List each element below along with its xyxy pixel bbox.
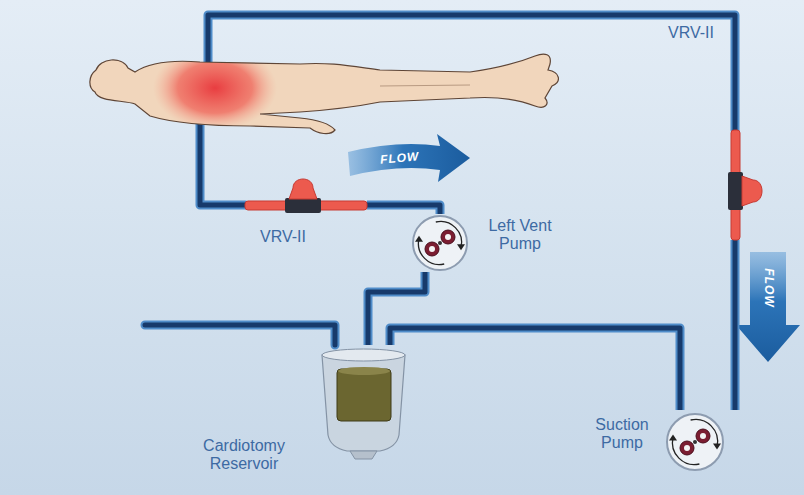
rotation-arrowhead [415, 236, 423, 242]
roller-pump: Suction Pump [585, 410, 737, 476]
filter-top [338, 367, 390, 375]
tube-core [368, 272, 425, 345]
reservoir: Cardiotomy Reservoir [185, 345, 410, 485]
pump-housing [413, 216, 467, 270]
pump-roller [441, 230, 455, 244]
rotation-arrow [418, 239, 444, 265]
tube-outline [731, 240, 740, 410]
node-label: VRV-II [659, 24, 723, 42]
pump-roller [680, 441, 694, 455]
rotation-arrow [436, 221, 462, 247]
tube-outline [367, 205, 440, 214]
rotation-arrowhead [457, 244, 465, 250]
flow-arrow [736, 252, 800, 362]
roller-hub [684, 445, 690, 451]
pump-roller [696, 429, 710, 443]
valve-icon [655, 22, 755, 240]
flow-arrow [348, 134, 470, 182]
pump-axle [693, 440, 697, 444]
roller-pump: Left Vent Pump [412, 214, 572, 272]
tube-connector [390, 328, 680, 410]
tube-connector [368, 272, 425, 345]
connectors [367, 205, 735, 410]
roller-hub [429, 246, 435, 252]
valve: VRV-II [655, 22, 755, 240]
reservoir-outlet [350, 451, 377, 459]
pump-roller [425, 242, 439, 256]
valve-body [285, 198, 321, 213]
tube-outline [390, 328, 680, 410]
tube-connector [735, 240, 736, 410]
tube-core [390, 328, 680, 410]
rotation-arrowhead [713, 443, 721, 449]
node-label: Left Vent Pump [470, 217, 570, 253]
rotation-arrow [672, 438, 699, 465]
tube-connector [367, 205, 440, 214]
tube-outline [368, 272, 425, 345]
valve-body [728, 172, 743, 210]
reservoir-lid [322, 349, 405, 361]
rotation-arrowhead [669, 435, 677, 441]
reservoir-filter [337, 369, 391, 421]
roller-hub [700, 433, 706, 439]
patient-figure [90, 46, 559, 134]
node-label: Suction Pump [585, 416, 659, 452]
tube-core [367, 205, 440, 214]
valve-dome [742, 176, 762, 206]
reservoir-housing [322, 355, 405, 451]
tube [145, 15, 735, 345]
valve-dome [289, 179, 317, 199]
pump-housing [667, 414, 723, 470]
node-label: Cardiotomy Reservoir [185, 437, 303, 473]
flow-label: FLOW [762, 268, 776, 307]
tube-core [733, 240, 738, 410]
roller-hub [445, 234, 451, 240]
pump-axle [438, 241, 442, 245]
node-label: VRV-II [245, 228, 321, 246]
valve: VRV-II [245, 172, 367, 250]
rotation-arrow [691, 419, 718, 446]
